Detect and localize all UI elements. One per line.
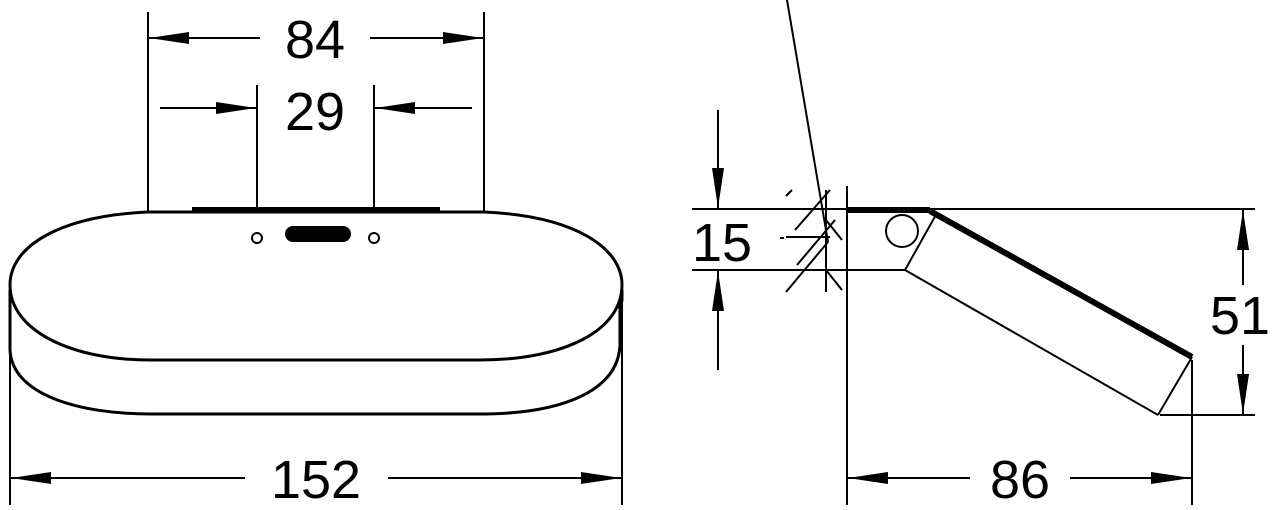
dish-top-outline: [8, 210, 624, 362]
dimension-15: 15: [692, 110, 752, 370]
dimension-label-84: 84: [285, 10, 345, 70]
dimension-84: 84: [147, 10, 485, 212]
dimension-label-152: 152: [271, 450, 361, 510]
screw-hole: [251, 232, 263, 244]
pivot-screw: [885, 214, 919, 248]
dimension-label-29: 29: [285, 82, 345, 142]
dimension-152: 152: [9, 300, 623, 510]
dimension-86: 86: [848, 360, 1193, 510]
dimension-51: 51: [1160, 210, 1270, 416]
dimension-29: 29: [160, 82, 472, 234]
dish-arm: [904, 208, 1194, 416]
slot: [285, 226, 351, 242]
front-view: 84 29 152: [8, 10, 624, 510]
side-view: 15 51 86: [692, 0, 1270, 510]
wall-hatching: [780, 0, 843, 293]
dimension-label-86: 86: [990, 450, 1050, 510]
dimension-label-15: 15: [692, 213, 752, 273]
dimension-label-51: 51: [1210, 286, 1270, 346]
screw-hole: [368, 232, 380, 244]
